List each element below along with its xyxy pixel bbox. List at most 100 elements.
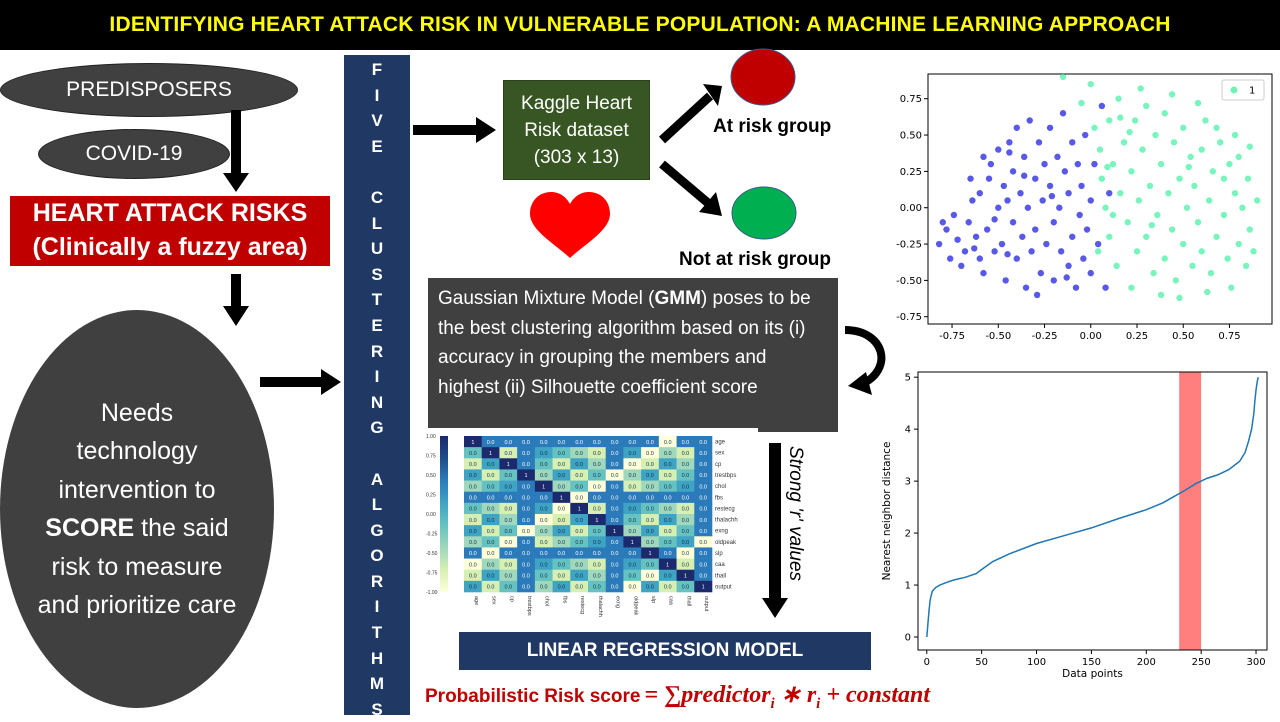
heatmap-cell [694,491,713,504]
heatmap-cell [694,525,713,537]
heatmap-cell-value: 1 [524,473,527,479]
scatter-point [1033,291,1041,299]
heatmap-cell [499,569,518,582]
heatmap-cell [623,491,642,504]
heatmap-cell-value: 0.0 [522,573,530,579]
x-tick-label: 200 [1137,657,1156,668]
heatmap-cell-value: 0.0 [540,585,548,591]
scatter-point [1087,197,1094,204]
scatter-point [1039,197,1046,204]
scatter-point [1239,204,1246,211]
x-tick-label: 0.75 [1218,331,1240,342]
heatmap-cell-value: 0.0 [575,585,583,591]
heatmap-cell [623,569,642,582]
heatmap-cell [534,558,553,571]
x-tick-label: 0.00 [1080,331,1102,342]
heatmap-cell-value: 0.0 [540,540,548,546]
heatmap-cell [499,491,518,504]
heatmap-cell [481,436,500,448]
heatmap-col-label: slp [650,596,656,603]
heatmap-cell [623,547,642,559]
heatmap-cell-value: 0.0 [611,518,619,524]
scatter-point [1157,291,1165,299]
y-tick-label: 0.50 [900,131,922,142]
heatmap-cell [658,436,677,448]
scatter-point [1102,284,1109,291]
heatmap-col-label: trestbps [526,596,532,616]
heatmap-cell [641,525,660,537]
scatter-point [972,233,980,240]
heatmap-cell [552,447,571,459]
heatmap-cell-value: 0.0 [611,551,619,557]
heatmap-cell-value: 0.0 [699,562,707,568]
heatmap-cell [517,447,536,459]
colorbar-tick-label: 0.00 [426,512,436,518]
heatmap-cell-value: 0.0 [575,484,583,490]
heatmap-cell [499,436,518,448]
heatmap-cell [499,558,518,571]
arrow-dataset-to-not-at-risk [659,160,722,216]
heatmap-cell-value: 0.0 [558,518,566,524]
y-tick-label: 2 [905,529,911,540]
heart-icon [530,192,610,258]
column-letter: L [371,213,383,233]
heatmap-cell [694,580,713,593]
scatter-point [1069,139,1076,146]
y-tick-label: 0 [905,633,911,644]
scatter-point [1057,248,1065,255]
heatmap-cell-value: 0.0 [469,462,477,468]
predisposers-ellipse: PREDISPOSERS [0,63,298,117]
heatmap-cell [552,491,571,504]
scatter-point [991,216,998,223]
scatter-point [980,269,987,277]
heatmap-cell [641,458,660,470]
heatmap-cell [534,536,553,548]
scatter-point [1004,251,1011,258]
heatmap-cell [552,558,571,571]
scatter-point [1143,102,1150,110]
column-letter: T [371,623,383,643]
heatmap-cell-value: 1 [613,529,616,535]
scatter-point [1228,284,1235,291]
heatmap-cell [694,480,713,493]
scatter-point [946,255,954,262]
scatter-point [1094,240,1102,248]
arrow-heatmap-to-regression [762,443,788,618]
scatter-point [1128,284,1135,291]
scatter-point [1117,189,1124,197]
heatmap-cell [588,458,607,470]
heatmap-cell [570,558,589,571]
heatmap-cell [588,469,607,481]
linear-regression-box: LINEAR REGRESSION MODEL [459,632,871,670]
heatmap-cell [552,458,571,470]
heatmap-cell [676,491,695,504]
column-letter: O [370,546,384,566]
colorbar-tick-label: -0.75 [426,571,438,577]
heatmap-cell [481,480,500,493]
heatmap-cell-value: 0.0 [664,473,672,479]
scatter-point [1146,182,1154,190]
heatmap-cell-value: 0.0 [628,518,636,524]
scatter-point [1189,262,1196,270]
curved-arrow-gmm [844,326,886,395]
scatter-point [1059,73,1067,81]
heatmap-cell [694,569,713,582]
at-risk-label: At risk group [713,116,832,137]
column-letter: F [371,60,383,79]
heatmap-cell-value: 0.0 [699,518,707,524]
risk-score-formula: Probabilistic Risk score = ∑predictori ∗… [425,680,930,713]
scatter-point [983,226,991,233]
scatter-point [1106,117,1113,124]
heatmap-cell-value: 0.0 [540,562,548,568]
legend-marker [1230,86,1238,94]
heatmap-cell-value: 0.0 [682,495,690,501]
heatmap-cell-value: 0.0 [469,585,477,591]
heatmap-cell-value: 0.0 [664,518,672,524]
scatter-point [965,219,972,226]
heatmap-cell [658,514,677,526]
heatmap-cell-value: 0.0 [664,462,672,468]
arrow-column-to-dataset [413,117,496,143]
scatter-point [1231,131,1239,139]
heatmap-col-label: output [703,596,709,612]
